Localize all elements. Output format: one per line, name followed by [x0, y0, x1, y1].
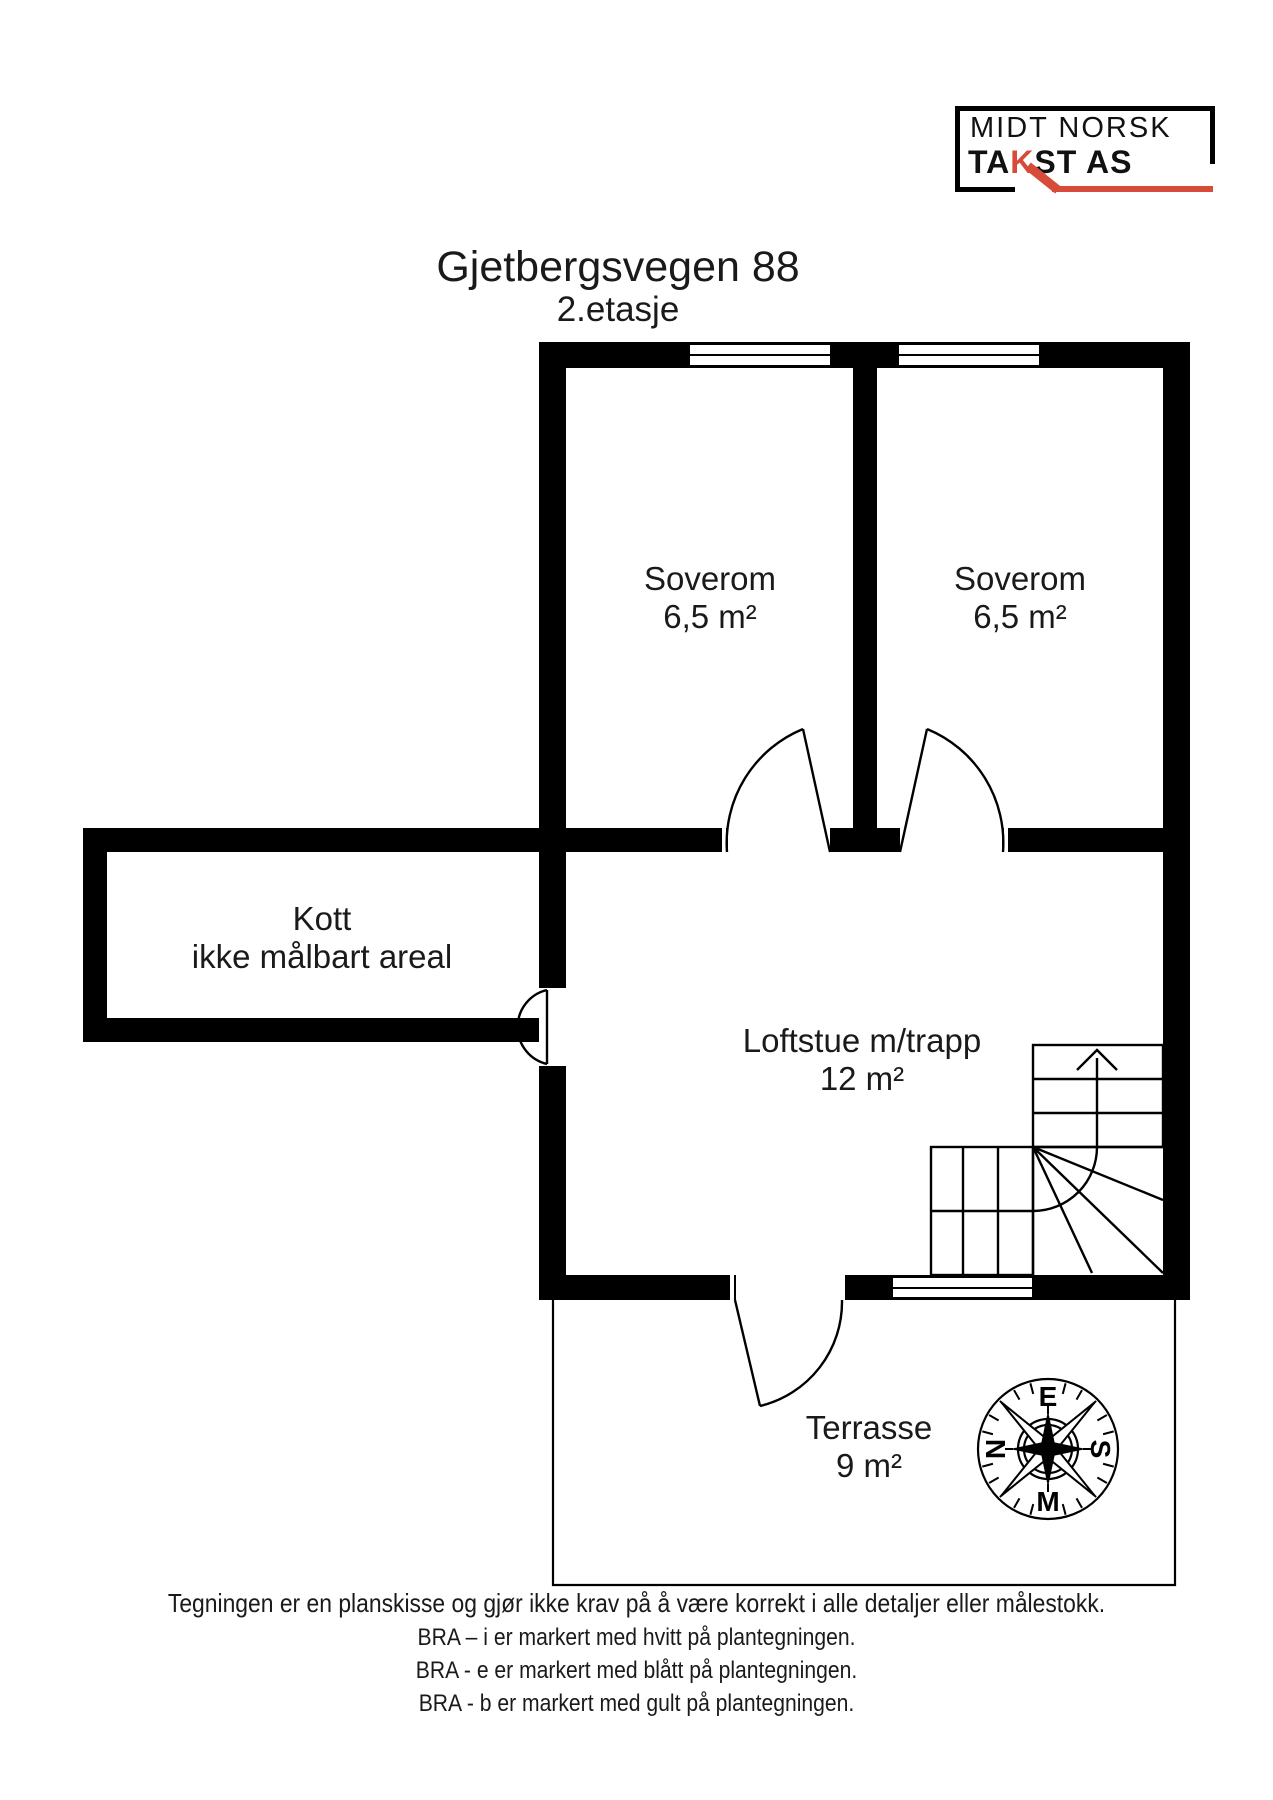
footer-bra-b: BRA - b er markert med gult på plantegni…	[418, 1690, 855, 1717]
footer-disclaimer: Tegningen er en planskisse og gjør ikke …	[167, 1588, 1106, 1618]
page-subtitle: 2.etasje	[556, 290, 680, 329]
wall-right	[1163, 342, 1190, 1300]
window-soverom-1	[689, 342, 831, 368]
logo-text-line2: TAKST AS	[968, 144, 1132, 181]
label-kott: Kott ikke målbart areal	[192, 900, 452, 976]
room-name: Soverom	[643, 560, 777, 597]
room-name: Terrasse	[805, 1409, 933, 1446]
window-midline	[899, 354, 1039, 356]
wall-kott-top	[83, 828, 539, 852]
room-soverom-1	[565, 368, 853, 828]
label-loftstue: Loftstue m/trapp 12 m²	[743, 1022, 981, 1098]
room-area: 6,5 m²	[663, 598, 757, 635]
stair-winder-arc	[1032, 1146, 1099, 1213]
wall-kott-bottom	[83, 1018, 539, 1042]
footer-bra-i: BRA – i er markert med hvitt på plantegn…	[417, 1624, 856, 1651]
room-name: Kott	[292, 900, 352, 937]
room-area: 9 m²	[835, 1447, 902, 1484]
wall-bedroom-bottom-a	[565, 828, 720, 852]
window-midline	[893, 1286, 1032, 1289]
logo-text-line1: MIDT NORSK	[970, 112, 1172, 144]
compass-needle-horizontal	[1010, 1441, 1086, 1457]
logo-frame-left-foot	[955, 187, 1015, 192]
compass-star-diagonal-points	[1000, 1401, 1096, 1497]
compass-letter-right: S	[1085, 1440, 1116, 1459]
door-leaf	[801, 728, 832, 853]
wall-bottom-c	[1033, 1275, 1190, 1300]
wall-kott-left	[83, 852, 107, 1042]
logo-frame-left	[955, 106, 960, 192]
page-title: Gjetbergsvegen 88	[436, 243, 800, 291]
room-area: 12 m²	[819, 1060, 905, 1097]
kott-door-opening	[539, 988, 566, 1066]
company-logo	[940, 95, 1225, 205]
wall-bedroom-bottom-b	[830, 828, 900, 852]
window-midline	[690, 354, 830, 356]
staircase	[929, 1043, 1165, 1277]
door-soverom-1	[725, 727, 832, 853]
room-note: ikke målbart areal	[191, 938, 453, 975]
terrasse-outline	[551, 1300, 1177, 1587]
label-soverom-1: Soverom 6,5 m²	[644, 560, 776, 636]
logo-frame-right	[1210, 106, 1215, 164]
door-leaf	[898, 728, 929, 853]
compass-cardinal-lines	[1005, 1406, 1091, 1492]
room-name: Soverom	[953, 560, 1087, 597]
room-kott	[107, 852, 539, 1018]
stair-lower-treads	[931, 1147, 1033, 1275]
logo-red-swoosh	[1025, 162, 1213, 194]
jamb-terrasse-door	[728, 1275, 736, 1300]
compass-rose: E S M N	[976, 1377, 1120, 1521]
wall-left-upper	[539, 342, 566, 988]
door-kott	[516, 988, 549, 1066]
door-swing-arc	[725, 727, 804, 853]
compass-letter-left: N	[980, 1439, 1011, 1459]
window-soverom-2	[898, 342, 1040, 368]
stair-arrow-head	[1076, 1048, 1118, 1071]
compass-outer-circle	[976, 1377, 1120, 1521]
compass-needle-cross	[1010, 1411, 1086, 1487]
room-name: Loftstue m/trapp	[742, 1022, 982, 1059]
door-swing-arc	[516, 988, 548, 1066]
wall-left-lower	[539, 1066, 566, 1300]
stair-winder-treads	[1031, 1145, 1164, 1274]
compass-letters: E S M N	[980, 1381, 1116, 1517]
door-swing-arc	[926, 727, 1005, 853]
compass-letter-top: E	[1039, 1381, 1058, 1412]
footer-bra-e: BRA - e er markert med blått på plantegn…	[415, 1657, 858, 1684]
wall-top-b	[831, 342, 898, 368]
logo-text-ta: TA	[968, 144, 1011, 180]
door-soverom-2	[898, 727, 1005, 853]
logo-frame-top	[955, 106, 1215, 111]
room-soverom-2	[877, 368, 1163, 828]
wall-bedroom-bottom-c	[1010, 828, 1163, 852]
room-area: 6,5 m²	[973, 598, 1067, 635]
wall-bottom-a	[539, 1275, 728, 1300]
door-swing-arc	[759, 1299, 844, 1408]
door-terrasse	[733, 1299, 844, 1408]
label-terrasse: Terrasse 9 m²	[806, 1409, 933, 1485]
logo-text-stas: ST AS	[1034, 144, 1133, 180]
wall-bedroom-divider	[853, 368, 877, 852]
label-soverom-2: Soverom 6,5 m²	[954, 560, 1086, 636]
compass-letter-bottom: M	[1036, 1486, 1059, 1517]
window-loftstue	[892, 1275, 1033, 1300]
door-leaf	[733, 1299, 762, 1407]
wall-bottom-b	[845, 1275, 892, 1300]
